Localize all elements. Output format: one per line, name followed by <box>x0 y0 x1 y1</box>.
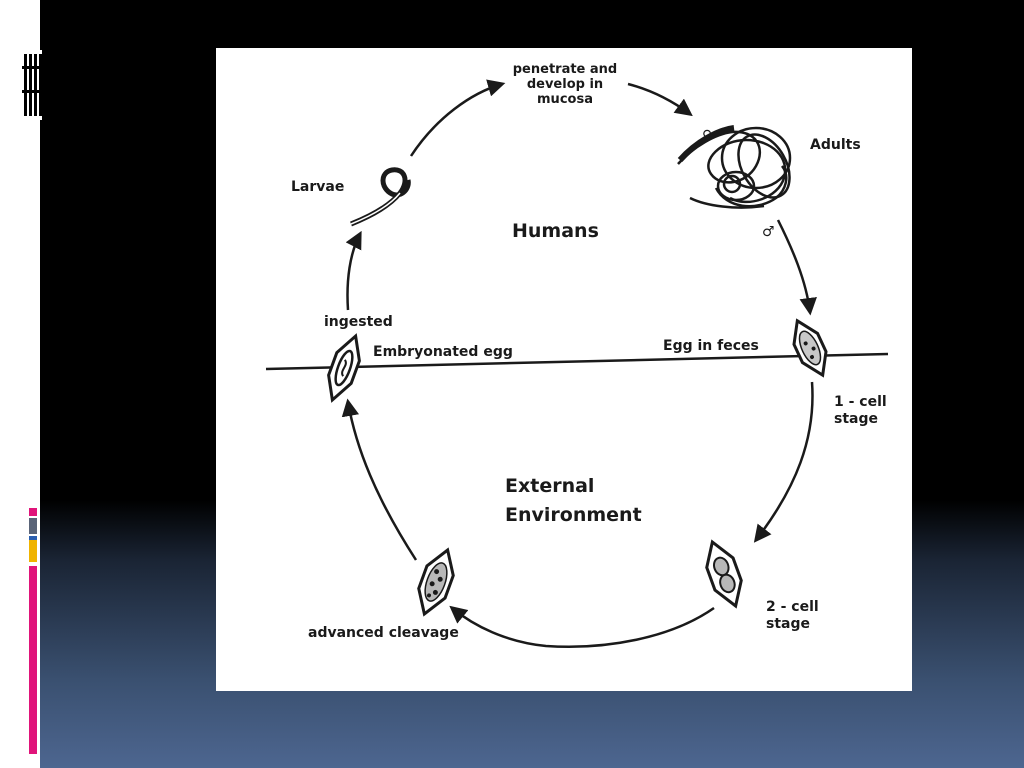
label-female-symbol: ♀ <box>702 128 713 144</box>
lifecycle-diagram <box>265 79 889 648</box>
label-male-symbol: ♂ <box>762 224 775 240</box>
egg-advanced-cleavage-icon <box>417 547 455 617</box>
accent-bar-gold <box>29 540 37 562</box>
arrow-adults-to-feces-egg <box>776 219 817 316</box>
accent-bar-blue <box>29 536 37 540</box>
label-larvae: Larvae <box>291 179 345 195</box>
label-egg-in-feces: Egg in feces <box>663 338 759 354</box>
boundary-line <box>265 352 889 371</box>
accent-bar-magenta-top <box>29 508 37 516</box>
label-two-cell-stage: 2 - cell stage <box>766 599 819 632</box>
arrow-larvae-to-penetrate <box>409 79 506 157</box>
egg-in-feces-icon <box>792 318 828 378</box>
lifecycle-figure: penetrate and develop in mucosa ♀ ♂ Adul… <box>216 48 912 691</box>
label-penetrate: penetrate and develop in mucosa <box>512 62 618 107</box>
label-advanced-cleavage: advanced cleavage <box>308 625 459 641</box>
accent-bar-magenta-long <box>29 566 37 754</box>
label-one-cell-stage: 1 - cell stage <box>834 394 887 427</box>
egg-two-cell-icon <box>705 539 743 609</box>
arrow-one-cell-to-two-cell <box>753 381 814 543</box>
label-region-humans: Humans <box>512 220 599 242</box>
label-ingested: ingested <box>324 314 393 330</box>
slide-logo-icon <box>22 50 42 120</box>
arrow-cleavage-to-embryonated <box>341 398 418 561</box>
accent-bar-slate <box>29 518 37 534</box>
label-adults: Adults <box>810 137 861 153</box>
label-embryonated-egg: Embryonated egg <box>373 344 513 360</box>
arrow-two-cell-to-cleavage <box>449 605 715 648</box>
arrow-ingested-to-larvae <box>345 230 362 311</box>
label-region-external-environment: External Environment <box>505 475 642 526</box>
adults-illustration <box>677 125 792 209</box>
arrow-penetrate-to-adults <box>627 82 693 117</box>
larvae-illustration <box>350 167 411 227</box>
egg-embryonated-icon <box>327 333 361 403</box>
